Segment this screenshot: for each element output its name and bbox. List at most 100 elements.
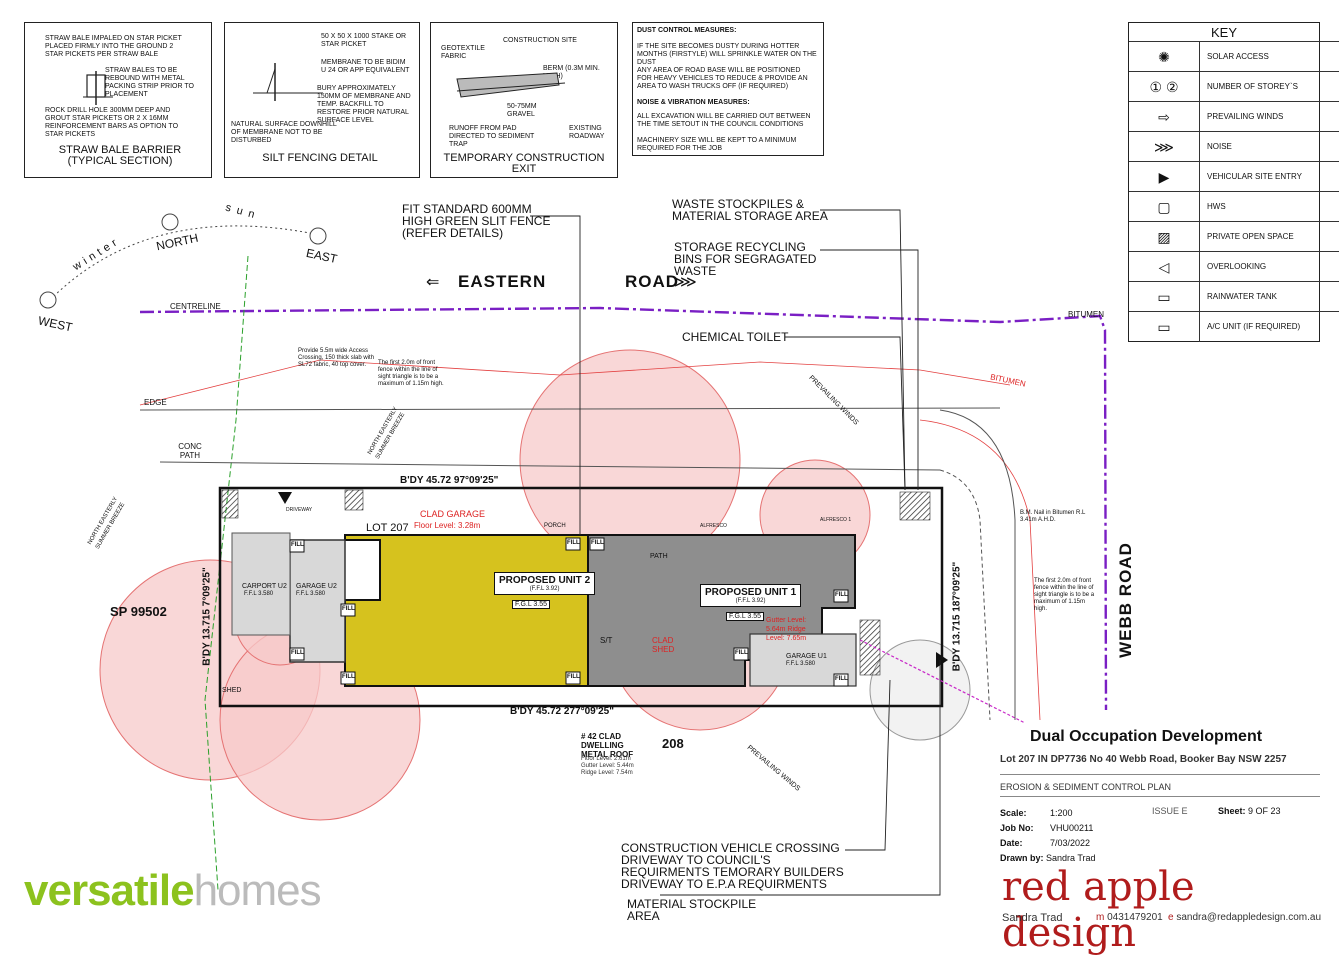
unit-1-ffl: (F.F.L 3.92): [735, 598, 766, 604]
private-open-space: [221, 489, 931, 676]
key-row: ▭A/C UNIT (if required): [1129, 311, 1339, 342]
unit-1-fgl: F.G.L 3.55: [726, 612, 765, 621]
designer-name: Sandra Trad: [1002, 912, 1063, 924]
straw-bale-drawing: [83, 71, 113, 105]
st-label: S/T: [600, 636, 613, 645]
hatch-area: [899, 491, 931, 521]
key-label: NOISE: [1207, 142, 1232, 151]
silt-note-4: NATURAL SURFACE DOWNHILL OF MEMBRANE NOT…: [231, 121, 337, 144]
lot-boundary: [218, 486, 944, 708]
fill-label: FILL: [567, 674, 580, 680]
straw-title: STRAW BALE BARRIER (TYPICAL SECTION): [58, 144, 182, 167]
fence-note-right: The first 2.0m of front fence within the…: [1034, 578, 1095, 612]
exit-title: TEMPORARY CONSTRUCTION EXIT: [443, 152, 605, 175]
hatch-area: [859, 619, 881, 676]
garage-u1-label: GARAGE U1: [786, 653, 827, 660]
boundary-left: B'DY 13.715 7°09'25": [201, 567, 213, 666]
straw-bale-detail: STRAW BALE IMPALED ON STAR PICKET PLACED…: [24, 22, 212, 178]
garage-u1-ffl: F.F.L 3.580: [786, 661, 816, 667]
dust-p3: ALL EXCAVATION WILL BE CARRIED OUT BETWE…: [637, 113, 811, 128]
scale-label: Scale:: [1000, 808, 1027, 818]
scale-value: 1:200: [1050, 808, 1073, 818]
fence-note: The first 2.0m of front fence within the…: [378, 360, 444, 387]
phone: m 0431479201: [1096, 912, 1163, 923]
dwelling-label: # 42 CLAD DWELLING METAL ROOF: [581, 732, 634, 759]
fill-label: FILL: [591, 540, 604, 546]
fill-label: FILL: [735, 650, 748, 656]
alfresco-2-label: ALFRESCO: [700, 523, 727, 529]
unit-1-label: PROPOSED UNIT 1 (F.F.L 3.92): [700, 584, 802, 607]
carport-ffl: F.F.L 3.580: [244, 591, 274, 597]
fill-label: FILL: [835, 676, 848, 682]
edge-label: EDGE: [144, 398, 167, 407]
date-value: 7/03/2022: [1050, 838, 1091, 848]
fill-label: FILL: [342, 674, 355, 680]
dust-p2: ANY AREA OF ROAD BASE WILL BE POSITIONED…: [637, 67, 808, 90]
carport-label: CARPORT U2: [242, 583, 287, 590]
exit-geo: GEOTEXTILE FABRIC: [441, 45, 485, 60]
noise-icon: ⋙: [1129, 132, 1200, 162]
sewer-line: [204, 255, 249, 891]
kerb-lines: [139, 359, 1041, 721]
crossing-note: CONSTRUCTION VEHICLE CROSSING DRIVEWAY T…: [621, 841, 844, 891]
road-label: ROAD: [625, 272, 680, 291]
sun-path: [39, 213, 327, 309]
silt-note-1: 50 x 50 x 1000 STAKE OR STAR PICKET: [321, 33, 407, 48]
wind-arrow-icon: ⇨: [1129, 102, 1200, 132]
temporary-exit-detail: CONSTRUCTION SITE GEOTEXTILE FABRIC BERM…: [430, 22, 618, 178]
boundary-bottom: B'DY 45.72 277°09'25": [510, 706, 614, 717]
key-label: RAINWATER TANK: [1207, 292, 1277, 301]
driveway-label: DRIVEWAY: [286, 507, 313, 513]
hatch-area: [221, 489, 239, 519]
centreline: [139, 306, 1108, 711]
job-label: Job No:: [1000, 823, 1034, 833]
webb-road-label: WEBB ROAD: [1115, 542, 1135, 658]
phone-prefix: m: [1096, 912, 1105, 923]
sun-icon: ✺: [1129, 42, 1200, 72]
project-title: Dual Occupation Development: [1030, 728, 1263, 745]
shed-label: SHED: [222, 687, 242, 694]
dust-control-notes: DUST CONTROL MEASURES: IF THE SITE BECOM…: [632, 22, 824, 156]
clad-shed-label: CLAD SHED: [652, 636, 675, 654]
exit-roadway: EXISTING ROADWAY: [569, 125, 605, 140]
plan-title: EROSION & SEDIMENT CONTROL PLAN: [1000, 782, 1172, 792]
exit-drawing: [456, 72, 566, 98]
noise-icon: ⋙: [674, 274, 697, 291]
hatch-area: [344, 489, 364, 511]
clad-garage-label: CLAD GARAGE: [420, 509, 486, 519]
versatile-logo-text: versatile: [24, 866, 195, 915]
bitumen-label: BITUMEN: [1068, 310, 1104, 319]
road-edges: [139, 407, 1016, 721]
conc-path-label: CONC PATH: [178, 442, 202, 460]
straw-note-1: STRAW BALE IMPALED ON STAR PICKET PLACED…: [45, 35, 182, 58]
boundary-top: B'DY 45.72 97°09'25": [400, 475, 499, 486]
silt-fence-drawing: [253, 63, 323, 101]
dust-heading: DUST CONTROL MEASURES:: [637, 27, 737, 34]
lot-208-label: 208: [662, 736, 684, 751]
key-row: ◁OVERLOOKING: [1129, 251, 1339, 282]
red-apple-logo: red apple design: [1002, 864, 1195, 956]
divider: [1000, 796, 1320, 797]
unit-2-name: PROPOSED UNIT 2: [499, 575, 591, 586]
floor-level-label: Floor Level: 3.28m: [414, 521, 481, 530]
key-label: A/C UNIT (if required): [1207, 322, 1301, 331]
key-label: NUMBER OF STOREY`S: [1207, 82, 1298, 91]
carport-u2: [231, 532, 291, 636]
recycling-note: STORAGE RECYCLING BINS FOR SEGRAGATED WA…: [674, 240, 817, 278]
tank-icon: ▭: [1129, 282, 1200, 312]
phone-number: 0431479201: [1107, 912, 1163, 923]
unit-2-label: PROPOSED UNIT 2 (F.F.L 3.92): [494, 572, 596, 595]
key-label: HWS: [1207, 202, 1226, 211]
porch-label: PORCH: [544, 523, 566, 529]
email: e sandra@redappledesign.com.au: [1168, 912, 1321, 923]
garage-u2-label: GARAGE U2: [296, 583, 337, 590]
fill-label: FILL: [342, 606, 355, 612]
entry-triangle-icon: [278, 492, 292, 504]
key-row: ⇨PREVAILING WINDS: [1129, 101, 1339, 132]
silt-note-3: BURY APPROXIMATELY 150mm OF MEMBRANE AND…: [317, 85, 411, 124]
key-title: KEY: [1210, 25, 1237, 40]
exit-runoff: RUNOFF FROM PAD DIRECTED TO SEDIMENT TRA…: [449, 125, 535, 148]
job-value: VHU00211: [1050, 823, 1094, 833]
